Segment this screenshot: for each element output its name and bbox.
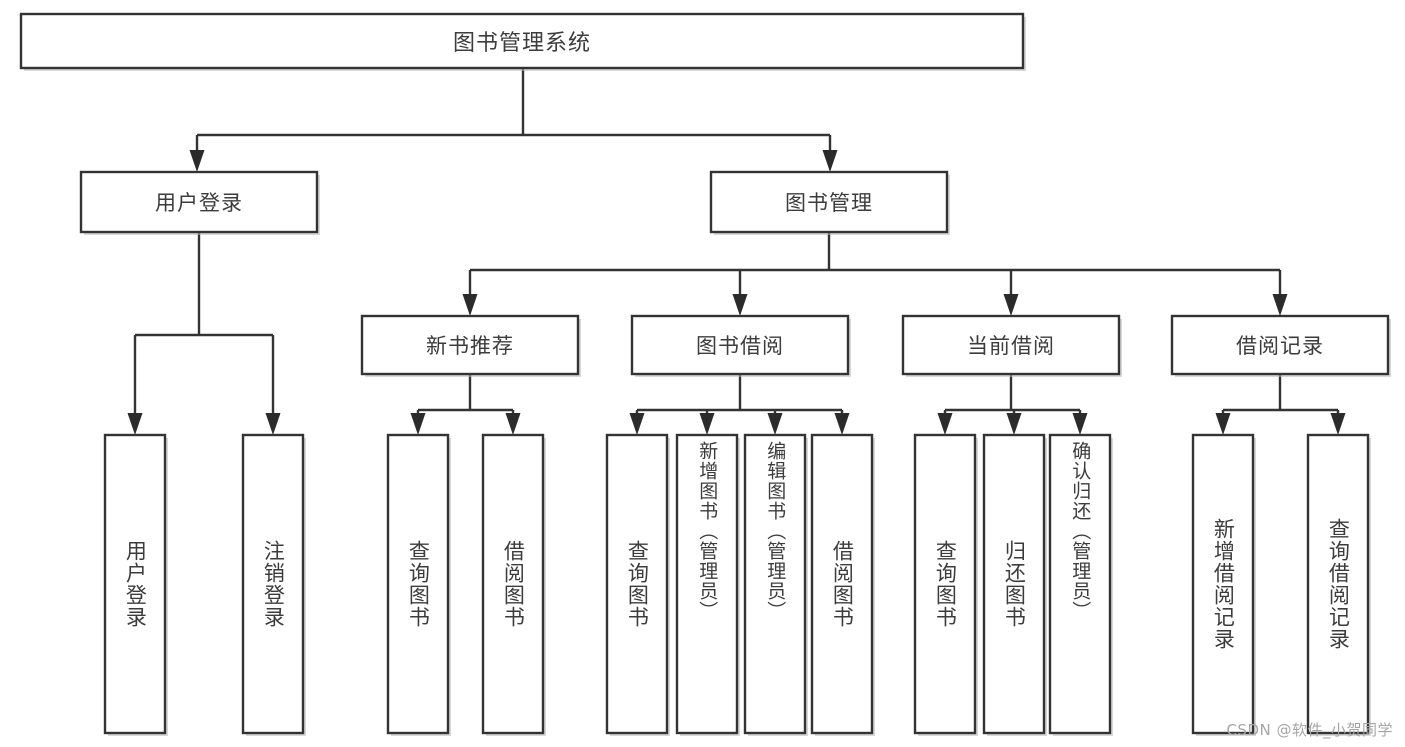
arrow-head-icon bbox=[1072, 413, 1088, 435]
watermark-text: CSDN @软件_小贺同学 bbox=[1226, 721, 1393, 739]
arrow-head-icon bbox=[822, 150, 838, 172]
connector-new-book-recommend-to-leaves bbox=[410, 374, 521, 435]
arrow-head-icon bbox=[265, 413, 281, 435]
node-box-book-management[interactable] bbox=[709, 170, 949, 234]
node-box-leaf-return-book[interactable] bbox=[982, 433, 1046, 735]
arrow-head-icon bbox=[189, 150, 205, 172]
node-box-leaf-logout-login[interactable] bbox=[241, 433, 305, 735]
arrow-head-icon bbox=[1006, 413, 1022, 435]
connectors-layer bbox=[127, 68, 1346, 435]
node-box-leaf-user-login[interactable] bbox=[103, 433, 167, 735]
node-box-leaf-borrow-book[interactable] bbox=[810, 433, 874, 735]
node-box-user-login[interactable] bbox=[79, 170, 319, 234]
node-box-leaf-query-borrow-record[interactable] bbox=[1306, 433, 1370, 735]
arrow-head-icon bbox=[127, 413, 143, 435]
node-box-leaf-query-book-borrow[interactable] bbox=[605, 433, 669, 735]
node-box-new-book-recommend[interactable] bbox=[360, 314, 580, 376]
connector-book-management-to-level3 bbox=[462, 232, 1288, 316]
node-box-leaf-query-book-current[interactable] bbox=[913, 433, 977, 735]
arrow-head-icon bbox=[1272, 294, 1288, 316]
arrow-head-icon bbox=[629, 413, 645, 435]
arrow-head-icon bbox=[1003, 294, 1019, 316]
arrow-head-icon bbox=[410, 413, 426, 435]
arrow-head-icon bbox=[462, 294, 478, 316]
connector-borrow-records-to-leaves bbox=[1215, 374, 1346, 435]
node-box-root[interactable] bbox=[19, 12, 1025, 70]
node-box-leaf-confirm-return-admin[interactable] bbox=[1048, 433, 1112, 735]
node-box-leaf-query-book-recommend[interactable] bbox=[386, 433, 450, 735]
node-box-book-borrow[interactable] bbox=[630, 314, 850, 376]
arrow-head-icon bbox=[1215, 413, 1231, 435]
connector-current-borrow-to-leaves bbox=[937, 374, 1088, 435]
arrow-head-icon bbox=[1330, 413, 1346, 435]
arrow-head-icon bbox=[937, 413, 953, 435]
node-box-leaf-add-borrow-record[interactable] bbox=[1191, 433, 1255, 735]
boxes-layer bbox=[19, 12, 1391, 736]
node-box-current-borrow[interactable] bbox=[901, 314, 1121, 376]
node-box-borrow-records[interactable] bbox=[1170, 314, 1390, 376]
node-box-leaf-borrow-book-recommend[interactable] bbox=[481, 433, 545, 735]
node-box-leaf-add-book-admin[interactable] bbox=[675, 433, 739, 735]
arrow-head-icon bbox=[732, 294, 748, 316]
node-box-leaf-edit-book-admin[interactable] bbox=[743, 433, 807, 735]
connector-book-borrow-to-leaves bbox=[629, 374, 850, 435]
arrow-head-icon bbox=[505, 413, 521, 435]
connector-root-to-level2 bbox=[189, 68, 838, 172]
arrow-head-icon bbox=[699, 413, 715, 435]
connector-user-login-to-leaves bbox=[127, 232, 281, 435]
arrow-head-icon bbox=[767, 413, 783, 435]
arrow-head-icon bbox=[834, 413, 850, 435]
